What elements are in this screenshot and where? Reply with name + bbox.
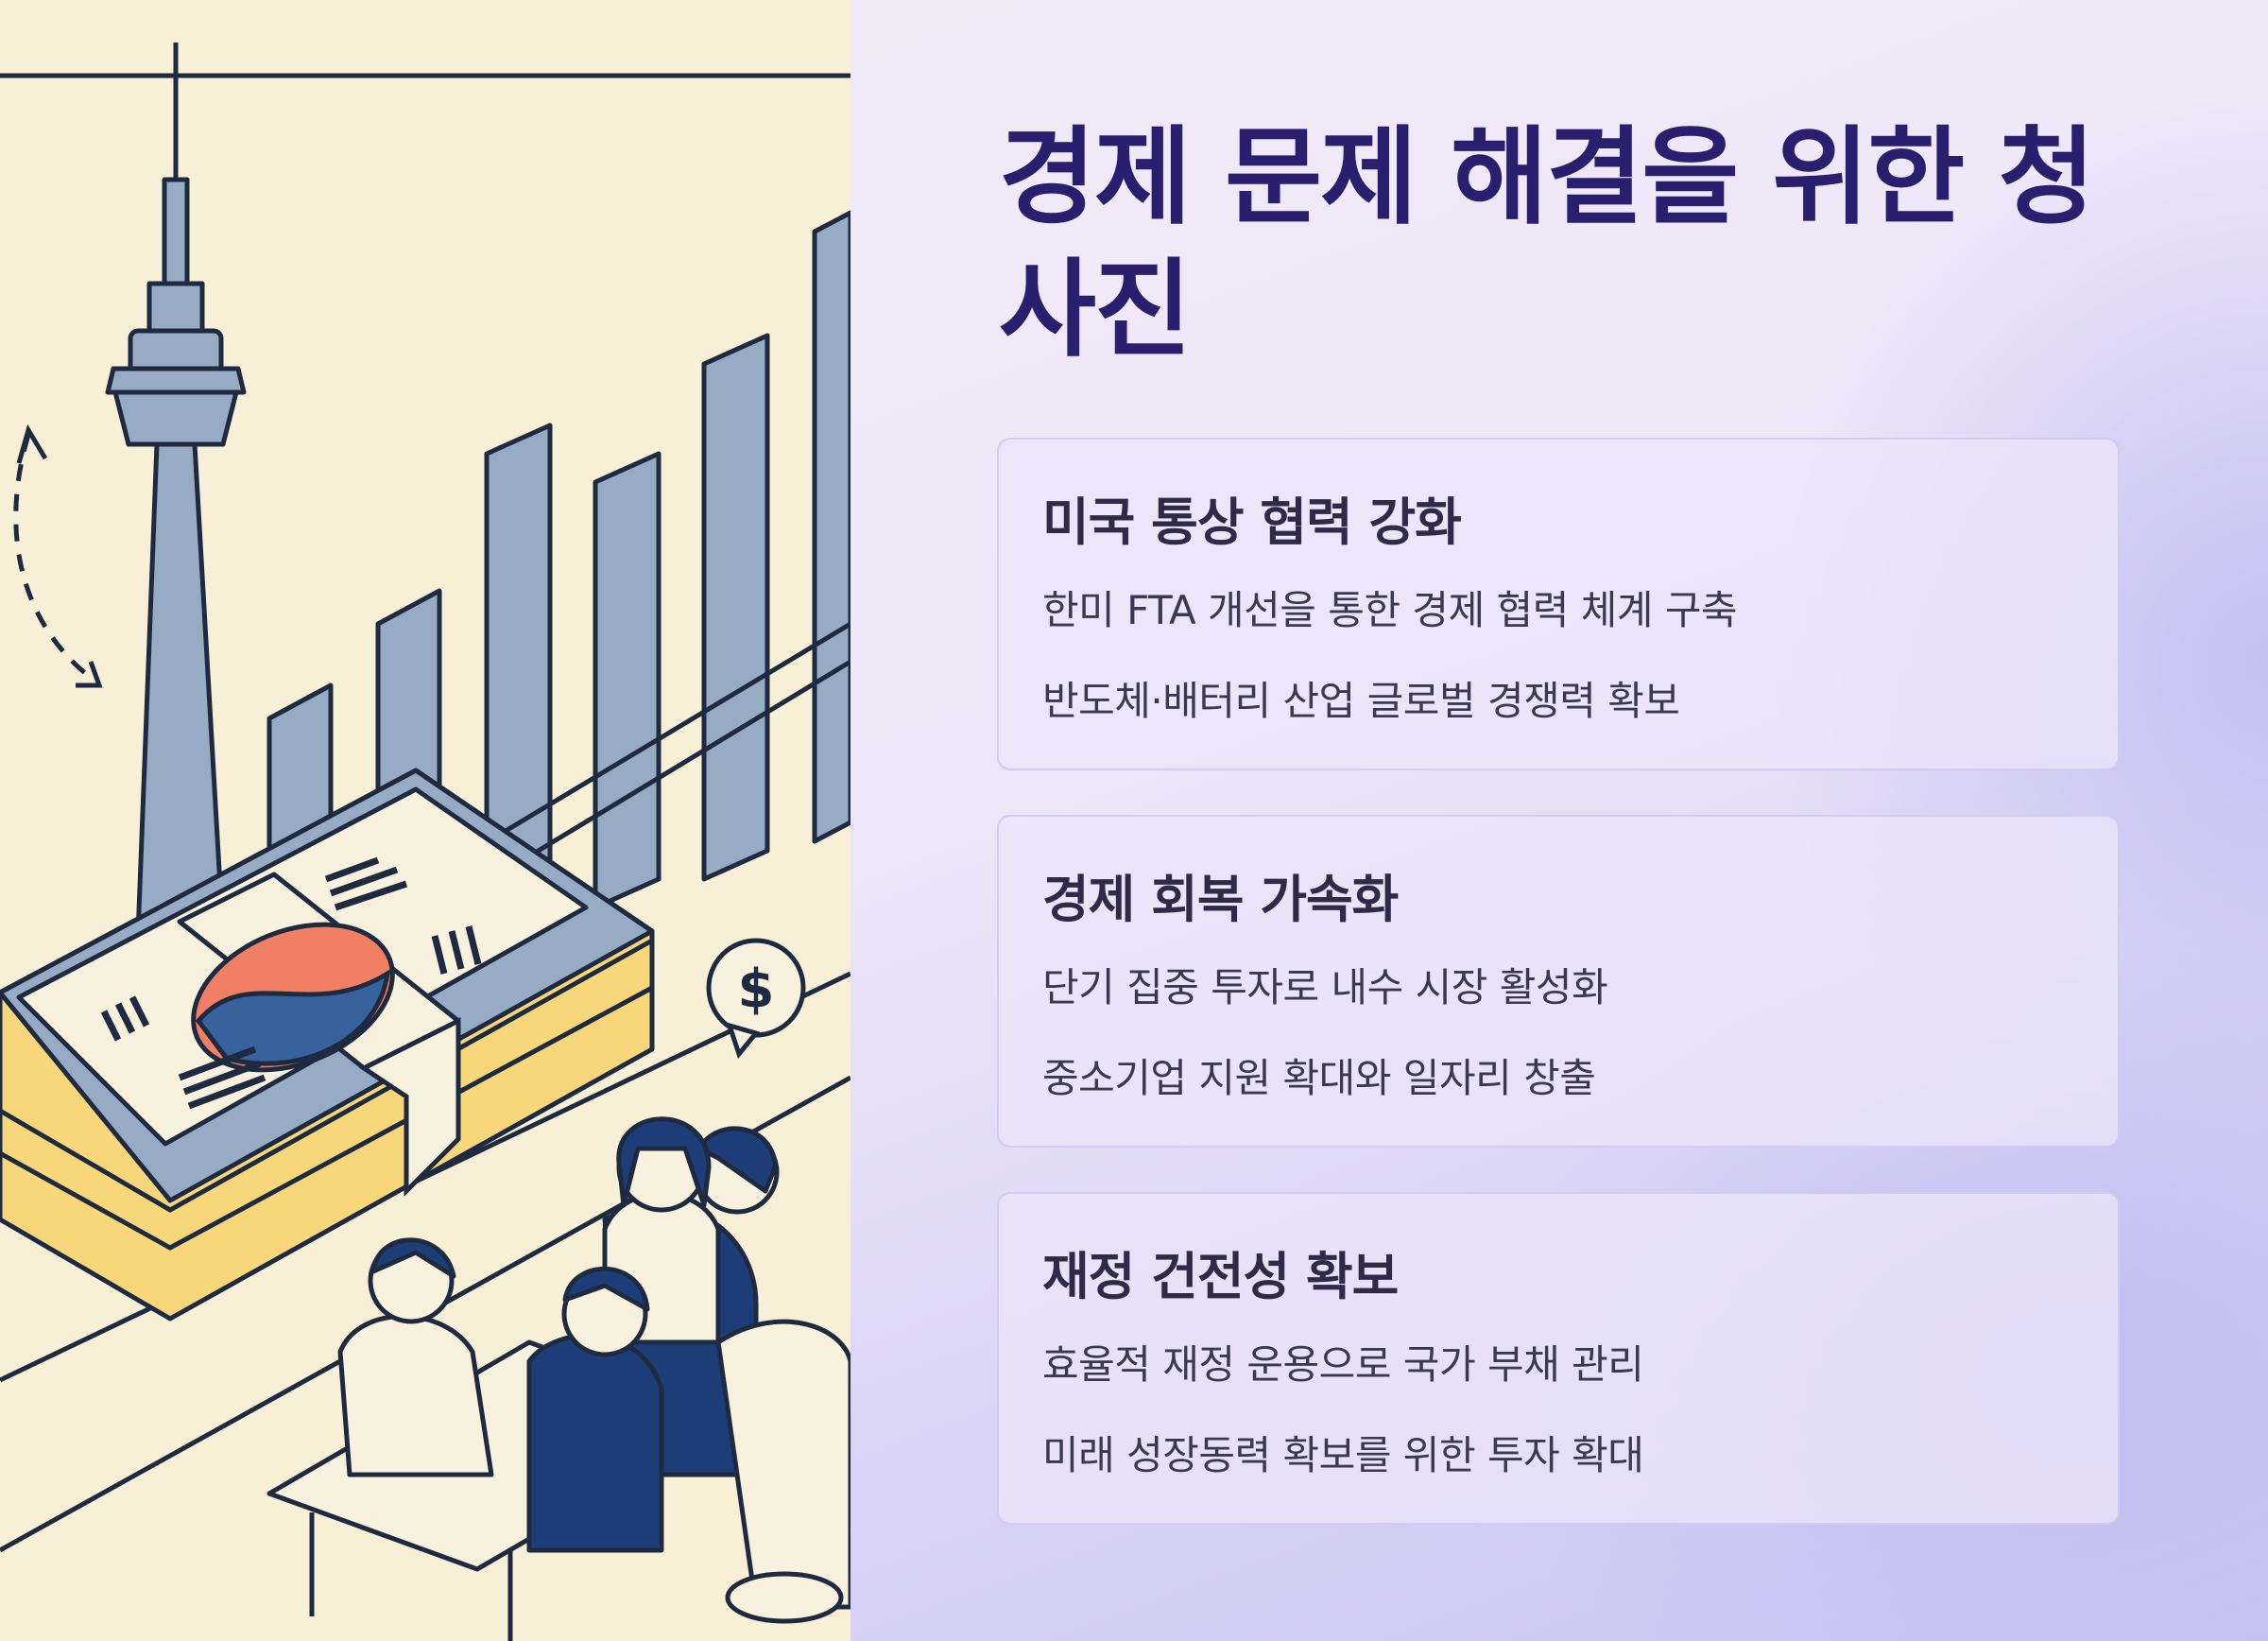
card-line: 미래 성장동력 확보를 위한 투자 확대	[1042, 1432, 1644, 1478]
curved-arrow-icon	[13, 434, 96, 682]
card-fiscal-soundness: 재정 건전성 확보 효율적 재정 운용으로 국가 부채 관리 미래 성장동력 확…	[997, 1192, 2120, 1525]
illustration-panel: $	[0, 0, 850, 1641]
card-title: 재정 건전성 확보	[1042, 1247, 1399, 1306]
card-line: 반도체·배터리 산업 글로벌 경쟁력 확보	[1042, 678, 1680, 724]
card-title: 경제 회복 가속화	[1042, 870, 1399, 929]
card-line: 단기 집중 투자로 내수 시장 활성화	[1042, 964, 1608, 1011]
card-line: 중소기업 지원 확대와 일자리 창출	[1042, 1055, 1596, 1101]
card-line: 효율적 재정 운용으로 국가 부채 관리	[1042, 1341, 1644, 1388]
card-us-trade-cooperation: 미국 통상 협력 강화 한미 FTA 개선을 통한 경제 협력 체계 구축 반도…	[997, 438, 2120, 770]
page-title: 경제 문제 해결을 위한 청사진	[999, 116, 2095, 371]
business-meeting-icon	[266, 1116, 850, 1641]
dollar-bubble-icon: $	[706, 938, 806, 1060]
money-stack-icon	[0, 768, 655, 1321]
economy-illustration: $	[0, 43, 850, 1641]
seoul-tower-icon	[105, 43, 247, 939]
content-panel: 경제 문제 해결을 위한 청사진 미국 통상 협력 강화 한미 FTA 개선을 …	[850, 0, 2268, 1641]
dollar-symbol: $	[738, 959, 775, 1020]
card-line: 한미 FTA 개선을 통한 경제 협력 체계 구축	[1042, 587, 1738, 633]
card-economic-recovery: 경제 회복 가속화 단기 집중 투자로 내수 시장 활성화 중소기업 지원 확대…	[997, 815, 2120, 1148]
card-title: 미국 통상 협력 강화	[1042, 492, 1462, 552]
